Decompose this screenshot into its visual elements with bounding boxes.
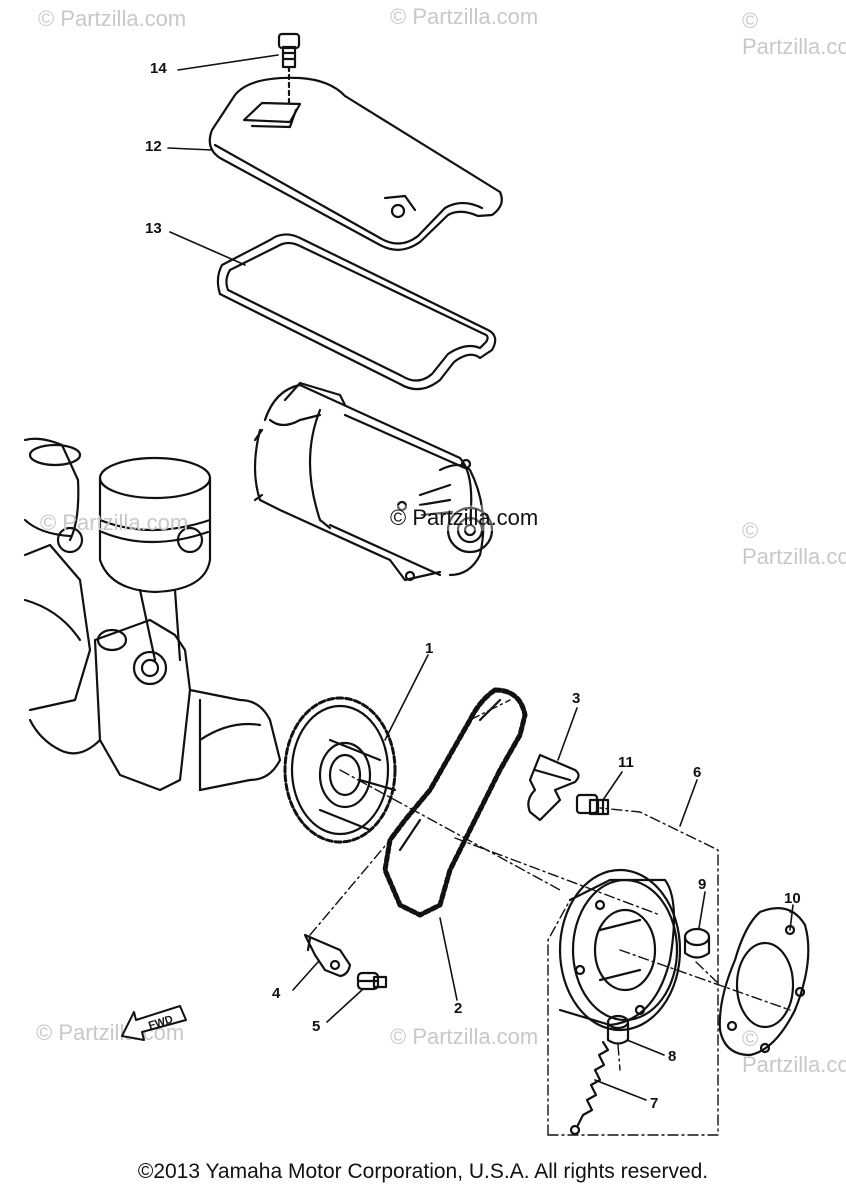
part-number-label: 10 — [784, 890, 801, 907]
part-number-label: 14 — [150, 60, 167, 77]
forward-arrow-icon: FWD — [121, 1005, 187, 1041]
part-number-label: 3 — [572, 690, 581, 707]
watermark-text: © Partzilla.com — [390, 4, 539, 29]
part-number-label: 13 — [145, 220, 162, 237]
chain-2 — [382, 687, 528, 918]
starter-clutch-6 — [558, 868, 682, 1032]
bolt-11 — [575, 793, 610, 816]
part-number-label: 6 — [693, 764, 702, 781]
part-number-label: 4 — [272, 985, 281, 1002]
bolt-14 — [277, 32, 301, 107]
part-number-label: 7 — [650, 1095, 659, 1112]
cover-12 — [208, 76, 503, 251]
starter-motor — [253, 381, 494, 582]
clip-4 — [303, 933, 352, 978]
plate-10 — [718, 907, 810, 1057]
center-watermark: © Partzilla.com — [390, 505, 539, 531]
part-number-label: 8 — [668, 1048, 677, 1065]
watermark-text: © Partzilla.com — [38, 6, 187, 31]
part-number-label: 5 — [312, 1018, 321, 1035]
part-number-label: 9 — [698, 876, 707, 893]
part-number-label: 12 — [145, 138, 162, 155]
part-number-label: 2 — [454, 1000, 463, 1017]
roller-9 — [683, 927, 711, 959]
gasket-13 — [216, 233, 497, 391]
part-number-label: 1 — [425, 640, 434, 657]
part-number-label: 11 — [618, 754, 634, 771]
copyright-notice: ©2013 Yamaha Motor Corporation, U.S.A. A… — [137, 1160, 709, 1183]
plate-3 — [527, 753, 580, 822]
crankshaft-pistons — [23, 437, 282, 792]
watermark-text: © Partzilla.com — [390, 1024, 539, 1049]
spring-7 — [569, 1040, 610, 1136]
sprocket-1 — [283, 696, 397, 844]
forward-arrow: FWD — [120, 1002, 190, 1046]
watermark-text: © Partzilla.com — [742, 8, 846, 59]
watermark-text: © Partzilla.com — [40, 510, 189, 535]
watermark-text: © Partzilla.com — [742, 1026, 846, 1077]
bolt-5 — [356, 971, 388, 991]
watermark-text: © Partzilla.com — [742, 518, 846, 569]
